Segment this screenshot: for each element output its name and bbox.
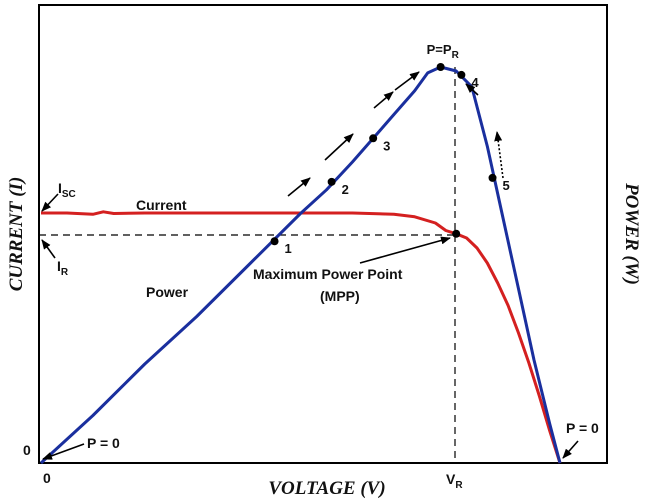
p0-left-arrow [42, 443, 85, 460]
tracking-arrow [394, 71, 420, 91]
power-point-dot [457, 70, 466, 79]
power-series-label: Power [146, 284, 189, 300]
y-axis-left-title: CURRENT (I) [6, 177, 27, 292]
mpp-dot [452, 229, 461, 238]
origin-x-label: 0 [43, 470, 51, 486]
mpp-label-line1: Maximum Power Point [253, 266, 403, 282]
tracking-arrow [373, 91, 394, 109]
power-point-label: P=PR [427, 42, 460, 61]
power-point-dot [270, 237, 279, 246]
p0-right-label: P = 0 [566, 420, 599, 436]
power-points: 1 2 3 4 5 P=PR [270, 42, 510, 256]
power-point-label: 1 [285, 241, 292, 256]
tracking-arrows [41, 71, 579, 460]
tracking-arrow [287, 177, 311, 197]
tracking-arrow [324, 133, 354, 161]
tracking-arrow [465, 83, 479, 96]
ir-label: IR [57, 258, 69, 278]
ir-arrow [41, 239, 56, 259]
mpp-arrow [359, 236, 451, 264]
p0-right-arrow [562, 440, 579, 459]
x-axis-title: VOLTAGE (V) [268, 478, 385, 499]
isc-arrow [41, 193, 59, 212]
power-point-dot [488, 173, 497, 182]
y-axis-right-title: POWER (W) [621, 182, 642, 285]
tracking-arrow [494, 131, 504, 179]
current-series-label: Current [136, 197, 187, 213]
origin-y-label: 0 [23, 442, 31, 458]
plot-frame [38, 4, 608, 464]
current-series-line [41, 210, 562, 464]
power-point-label: 2 [342, 182, 349, 197]
power-point-dot [369, 134, 378, 143]
power-point-label: 3 [383, 138, 390, 153]
power-point-dot [327, 177, 336, 186]
power-series-line [39, 65, 562, 465]
vr-tick-label: VR [446, 471, 463, 491]
p0-left-label: P = 0 [87, 435, 120, 451]
power-point-label: 4 [471, 75, 479, 90]
power-point-dot [436, 63, 445, 71]
power-point-label: 5 [503, 178, 510, 193]
isc-label: ISC [58, 180, 76, 200]
mpp-label-line2: (MPP) [320, 288, 360, 304]
